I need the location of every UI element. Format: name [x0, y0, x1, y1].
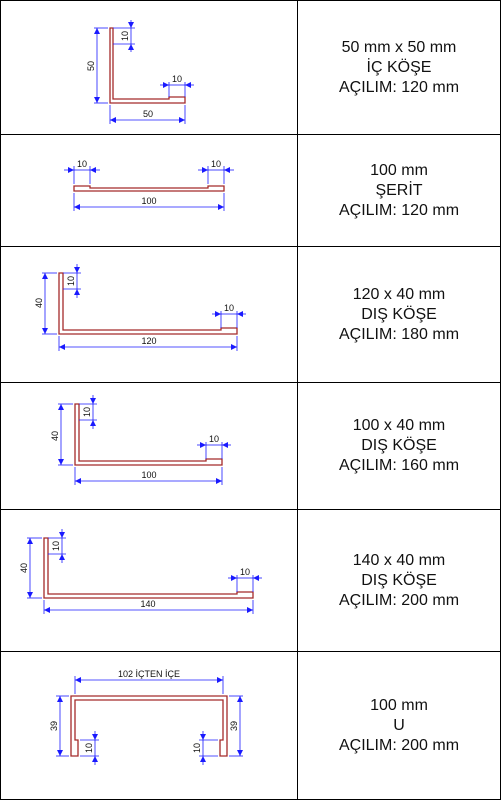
dim-height-label: 40 — [19, 563, 29, 573]
profile-shape — [43, 537, 254, 599]
dim-left-flange-label: 10 — [84, 743, 94, 753]
dimension-lines — [42, 264, 246, 351]
spec-title: 100 mm — [370, 696, 428, 714]
spec-cell-row-1: 50 mm x 50 mm İÇ KÖŞE AÇILIM: 120 mm — [297, 1, 501, 134]
spec-title: 50 mm x 50 mm — [341, 38, 457, 56]
profile-shape — [70, 695, 228, 757]
dim-right-height-label: 39 — [229, 721, 239, 731]
profile-drawing-row-2: 10 10 100 — [64, 159, 234, 211]
spec-type: ŞERİT — [375, 181, 423, 199]
spec-acilim: AÇILIM: 120 mm — [338, 78, 460, 96]
profile-shape — [74, 403, 223, 466]
dimension-lines — [56, 676, 243, 765]
dim-height-label: 50 — [86, 61, 96, 71]
dim-base-label: 100 — [141, 470, 156, 480]
spec-type: U — [393, 716, 405, 734]
dim-left-height-label: 39 — [49, 721, 59, 731]
dim-right-flange-label: 10 — [211, 159, 221, 169]
dim-base-label: 140 — [140, 599, 155, 609]
dimension-lines — [64, 166, 234, 211]
spec-title: 100 x 40 mm — [352, 417, 446, 434]
spec-type: DIŞ KÖŞE — [361, 571, 437, 589]
dim-top-flange-label: 10 — [66, 276, 76, 286]
spec-title: 140 x 40 mm — [352, 551, 446, 569]
profile-drawing-row-5: 40 10 10 140 — [19, 529, 262, 614]
spec-acilim: AÇILIM: 200 mm — [338, 591, 460, 609]
spec-title: 100 mm — [370, 161, 428, 179]
spec-cell-row-2: 100 mm ŞERİT AÇILIM: 120 mm — [297, 135, 501, 246]
dimension-lines — [58, 395, 231, 485]
dimension-lines — [27, 529, 262, 614]
dim-bottom-flange-label: 10 — [240, 567, 250, 577]
dim-top-flange-label: 10 — [120, 31, 130, 41]
profile-drawing-row-4: 40 10 10 100 — [50, 395, 231, 485]
spec-acilim: AÇILIM: 120 mm — [338, 201, 460, 219]
dim-right-flange-label: 10 — [192, 743, 202, 753]
dimension-lines — [94, 20, 194, 124]
profile-shape — [73, 185, 225, 192]
dim-bottom-flange-label: 10 — [209, 434, 219, 444]
profile-drawing-row-6: 102 İÇTEN İÇE 39 39 10 10 — [49, 669, 243, 765]
dim-base-label: 100 — [141, 196, 156, 206]
dim-top-flange-label: 10 — [82, 407, 92, 417]
dim-bottom-flange-label: 10 — [172, 74, 182, 84]
spec-cell-row-4: 100 x 40 mm DIŞ KÖŞE AÇILIM: 160 mm — [297, 383, 501, 509]
dim-top-flange-label: 10 — [51, 541, 61, 551]
profile-drawing-row-1: 50 10 10 50 — [86, 20, 194, 124]
spec-cell-row-5: 140 x 40 mm DIŞ KÖŞE AÇILIM: 200 mm — [297, 510, 501, 651]
spec-cell-row-3: 120 x 40 mm DIŞ KÖŞE AÇILIM: 180 mm — [297, 247, 501, 382]
spec-acilim: AÇILIM: 160 mm — [338, 457, 460, 474]
spec-type: DIŞ KÖŞE — [361, 437, 437, 454]
profile-shape — [58, 272, 238, 335]
spec-acilim: AÇILIM: 180 mm — [338, 325, 460, 343]
profile-drawing-row-3: 40 10 10 120 — [34, 264, 246, 351]
dim-base-label: 50 — [143, 109, 153, 119]
dim-bottom-flange-label: 10 — [224, 303, 234, 313]
dim-height-label: 40 — [50, 431, 60, 441]
spec-acilim: AÇILIM: 200 mm — [338, 736, 460, 754]
dim-base-label: 120 — [141, 336, 156, 346]
spec-cell-row-6: 100 mm U AÇILIM: 200 mm — [297, 652, 501, 799]
dim-height-label: 40 — [34, 298, 44, 308]
dim-top-label: 102 İÇTEN İÇE — [118, 669, 180, 679]
spec-title: 120 x 40 mm — [352, 285, 446, 303]
dim-left-flange-label: 10 — [77, 159, 87, 169]
spec-type: İÇ KÖŞE — [366, 58, 432, 76]
spec-type: DIŞ KÖŞE — [361, 305, 437, 323]
